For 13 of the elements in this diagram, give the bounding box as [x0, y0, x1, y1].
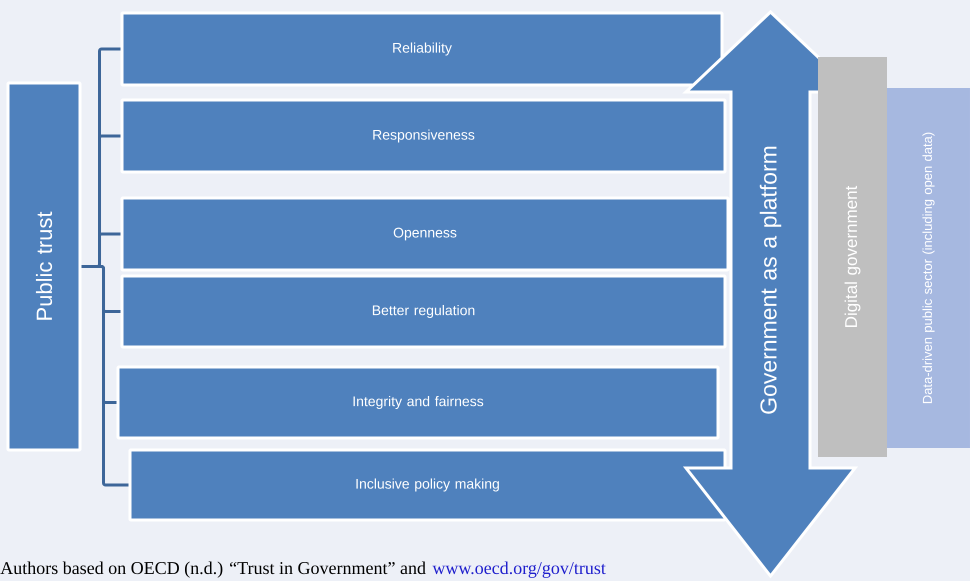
principle-box: Reliability — [120, 12, 724, 86]
pillar-box: Public trust — [6, 82, 82, 452]
node-label: Government as a platform — [760, 146, 782, 414]
principle-box: Inclusive policy making — [128, 448, 726, 522]
connector-line — [82, 265, 128, 486]
principle-box: Openness — [120, 196, 730, 272]
principle-box: Better regulation — [120, 274, 726, 348]
principle-box: Responsiveness — [120, 98, 726, 174]
source-note: Authors based on OECD (n.d.) “Trust in Government” and — [0, 561, 426, 578]
web-link: www.oecd.org/gov/trust — [432, 561, 606, 578]
layer-band: Digital government — [818, 57, 887, 457]
layer-band: Data-driven public sector (including open data) — [887, 88, 970, 448]
principle-box: Integrity and fairness — [116, 366, 720, 440]
